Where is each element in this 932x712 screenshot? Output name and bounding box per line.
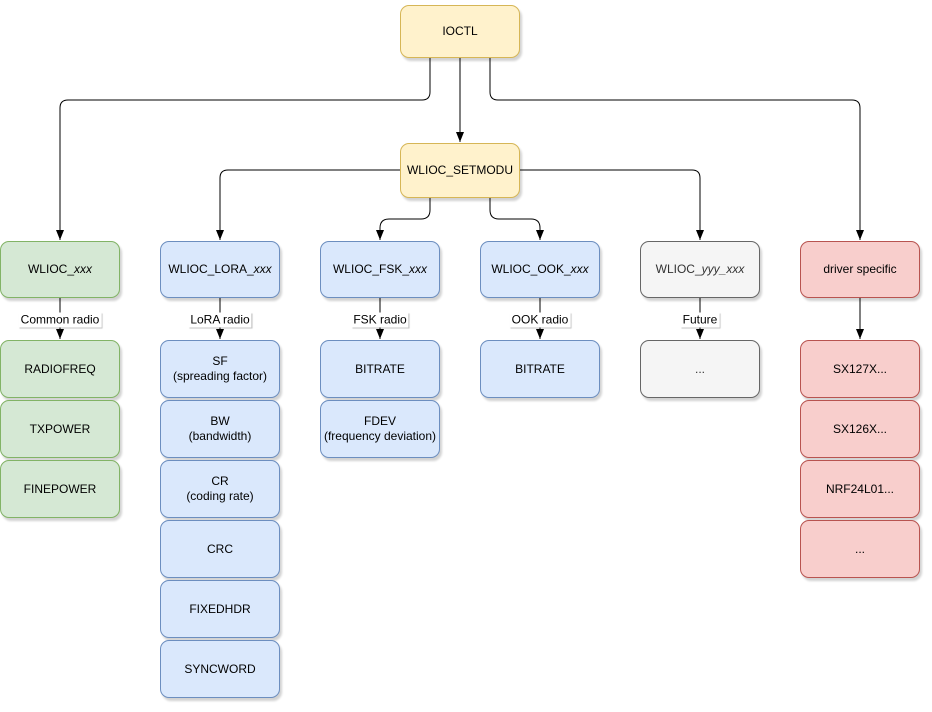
edge-label-future: Future bbox=[680, 312, 720, 328]
node-label: NRF24L01... bbox=[825, 481, 895, 496]
node-label: WLIOC_FSK_xxx bbox=[332, 262, 428, 276]
node-label: SX127X... bbox=[832, 361, 888, 376]
node-wlioc-yyy: WLIOC_yyy_xxx bbox=[640, 241, 760, 298]
node-label: FINEPOWER bbox=[23, 481, 97, 496]
edge-setmodu-to-wlioc-fsk bbox=[376, 198, 431, 240]
node-fdev: FDEV(frequency deviation) bbox=[320, 400, 440, 458]
node-wlioc-xxx: WLIOC_xxx bbox=[0, 241, 120, 298]
node-wlioc-ook: WLIOC_OOK_xxx bbox=[480, 241, 600, 298]
node-ioctl: IOCTL bbox=[400, 5, 520, 58]
node-label: (bandwidth) bbox=[188, 429, 252, 443]
edge-setmodu-to-wlioc-ook bbox=[489, 198, 544, 240]
node-radiofreq: RADIOFREQ bbox=[0, 340, 120, 398]
node-wlioc-fsk: WLIOC_FSK_xxx bbox=[320, 241, 440, 298]
node-label: (spreading factor) bbox=[172, 369, 268, 383]
node-cr: CR(coding rate) bbox=[160, 460, 280, 518]
edge-label-ook-radio: OOK radio bbox=[509, 312, 571, 328]
node-bitrate-fsk: BITRATE bbox=[320, 340, 440, 398]
edge-setmodu-to-wlioc-lora bbox=[216, 169, 400, 240]
node-finepower: FINEPOWER bbox=[0, 460, 120, 518]
node-sx126x: SX126X... bbox=[800, 400, 920, 458]
node-syncword: SYNCWORD bbox=[160, 640, 280, 698]
node-label: driver specific bbox=[823, 262, 897, 276]
node-label: SYNCWORD bbox=[184, 661, 256, 676]
node-future-dots: ... bbox=[640, 340, 760, 398]
node-label: IOCTL bbox=[442, 24, 478, 38]
edge-label-lora-radio: LoRA radio bbox=[188, 312, 252, 328]
node-label: (frequency deviation) bbox=[323, 429, 437, 443]
node-label: ... bbox=[694, 361, 705, 376]
node-label: SF bbox=[212, 354, 228, 368]
node-bitrate-ook: BITRATE bbox=[480, 340, 600, 398]
node-nrf24l01: NRF24L01... bbox=[800, 460, 920, 518]
node-label: WLIOC_SETMODU bbox=[406, 163, 513, 177]
node-sx127x: SX127X... bbox=[800, 340, 920, 398]
node-label: SX126X... bbox=[832, 421, 888, 436]
node-label: WLIOC_LORA_xxx bbox=[168, 262, 272, 276]
node-label: CRC bbox=[207, 541, 233, 556]
node-fixedhdr: FIXEDHDR bbox=[160, 580, 280, 638]
node-driver-specific: driver specific bbox=[800, 241, 920, 298]
node-label: RADIOFREQ bbox=[24, 361, 96, 376]
node-wlioc-lora: WLIOC_LORA_xxx bbox=[160, 241, 280, 298]
node-label: BITRATE bbox=[515, 361, 565, 376]
node-label: FDEV bbox=[363, 414, 396, 428]
node-crc: CRC bbox=[160, 520, 280, 578]
node-label: CR bbox=[211, 474, 229, 488]
node-bw: BW(bandwidth) bbox=[160, 400, 280, 458]
node-label: FIXEDHDR bbox=[189, 601, 251, 616]
edge-ioctl-to-driver-specific bbox=[489, 58, 864, 240]
node-sf: SF(spreading factor) bbox=[160, 340, 280, 398]
node-label: (coding rate) bbox=[186, 489, 254, 503]
node-driver-dots: ... bbox=[800, 520, 920, 578]
node-label: WLIOC_OOK_xxx bbox=[491, 262, 589, 276]
edge-ioctl-to-wlioc-xxx bbox=[56, 58, 431, 240]
node-label: WLIOC_yyy_xxx bbox=[655, 262, 745, 276]
node-setmodu: WLIOC_SETMODU bbox=[400, 143, 520, 198]
edge-label-fsk-radio: FSK radio bbox=[351, 312, 409, 328]
edge-setmodu-to-wlioc-yyy bbox=[520, 169, 704, 240]
node-label: ... bbox=[854, 541, 865, 556]
node-label: BW bbox=[210, 414, 230, 428]
node-label: TXPOWER bbox=[29, 421, 91, 436]
node-label: WLIOC_xxx bbox=[27, 262, 92, 276]
node-label: BITRATE bbox=[355, 361, 405, 376]
edge-label-common-radio: Common radio bbox=[18, 312, 102, 328]
node-txpower: TXPOWER bbox=[0, 400, 120, 458]
